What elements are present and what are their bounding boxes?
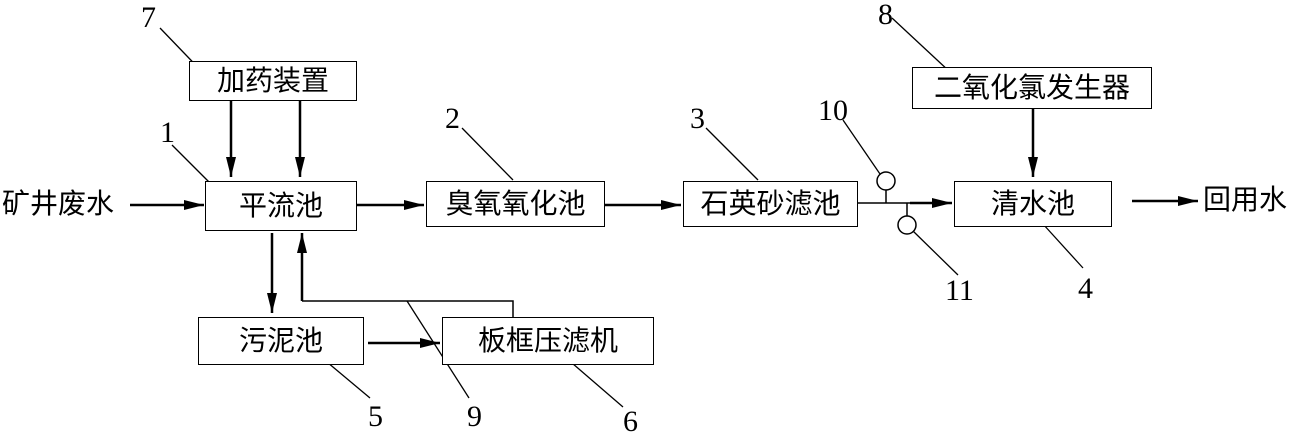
- sedimentation-tank-box: 平流池: [205, 181, 357, 231]
- ref-number-2: 2: [445, 102, 460, 135]
- dosing-device-box: 加药装置: [189, 61, 357, 101]
- plate-frame-filter-press-box: 板框压滤机: [442, 317, 654, 365]
- ref-number-10: 10: [818, 94, 848, 127]
- valve-11-icon: [897, 215, 917, 235]
- output-label: 回用水: [1203, 183, 1288, 216]
- valve-10-icon: [876, 171, 896, 191]
- leader-8: [891, 17, 951, 73]
- ref-number-7: 7: [141, 1, 156, 34]
- input-label: 矿井废水: [2, 187, 115, 220]
- ref-number-11: 11: [945, 274, 974, 307]
- ozone-oxidation-tank-box: 臭氧氧化池: [426, 181, 605, 227]
- quartz-sand-filter-box: 石英砂滤池: [683, 181, 858, 227]
- leader-9: [406, 300, 470, 399]
- leader-2: [461, 127, 514, 181]
- chlorine-dioxide-generator-box: 二氧化氯发生器: [912, 67, 1152, 109]
- ref-number-4: 4: [1078, 272, 1093, 305]
- ref-number-6: 6: [623, 405, 638, 438]
- leader-4: [1042, 223, 1084, 269]
- ref-number-1: 1: [160, 116, 175, 149]
- ref-number-8: 8: [878, 0, 893, 31]
- leader-11: [912, 230, 959, 276]
- ref-number-3: 3: [690, 102, 705, 135]
- return-line-filter-press-to-sedimentation: [302, 300, 514, 317]
- leader-1: [171, 144, 213, 186]
- ref-number-9: 9: [467, 400, 482, 433]
- ref-number-5: 5: [368, 400, 383, 433]
- leader-10: [842, 119, 881, 175]
- leader-3: [705, 127, 759, 181]
- clear-water-tank-box: 清水池: [954, 181, 1112, 227]
- sludge-tank-box: 污泥池: [198, 317, 364, 365]
- leader-6: [564, 356, 624, 408]
